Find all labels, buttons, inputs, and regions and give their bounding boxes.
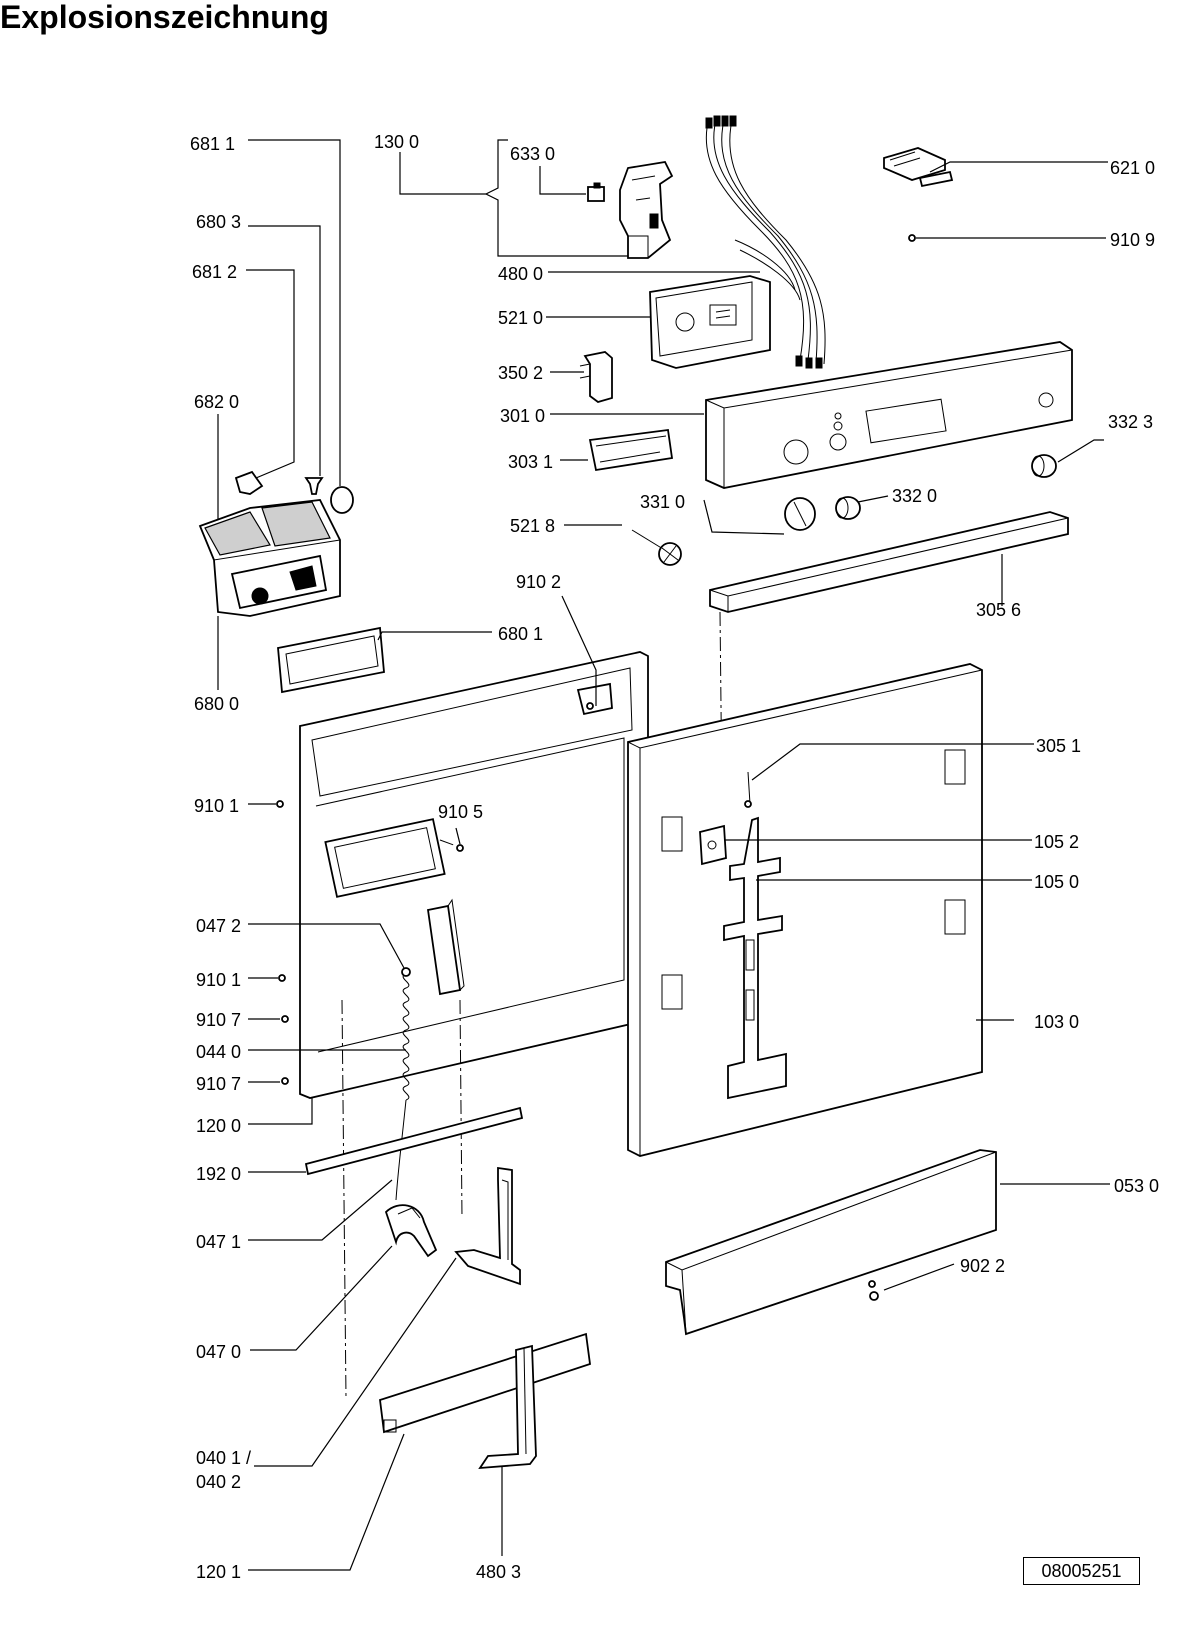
callout-910-9: 910 9 xyxy=(1110,230,1155,250)
callout-902-2: 902 2 xyxy=(960,1256,1005,1276)
callout-332-3: 332 3 xyxy=(1108,412,1153,432)
callout-labels: 681 1 130 0 633 0 621 0 680 3 910 9 681 … xyxy=(190,132,1159,1582)
part-480-3-hinge-bar xyxy=(478,1344,537,1470)
callout-621-0: 621 0 xyxy=(1110,158,1155,178)
callout-130-0: 130 0 xyxy=(374,132,419,152)
part-332-3-knob xyxy=(1031,454,1057,478)
part-120-1-bottom-rail xyxy=(379,1332,591,1434)
part-350-clip xyxy=(579,351,613,403)
callout-681-2: 681 2 xyxy=(192,262,237,282)
callout-044-0: 044 0 xyxy=(196,1042,241,1062)
callout-521-8: 521 8 xyxy=(510,516,555,536)
callout-521-0: 521 0 xyxy=(498,308,543,328)
drawing-number: 08005251 xyxy=(1023,1557,1140,1585)
part-680-1-gasket xyxy=(277,626,385,694)
page-title: Explosionszeichnung xyxy=(0,0,329,35)
callout-633-0: 633 0 xyxy=(510,144,555,164)
callout-305-1: 305 1 xyxy=(1036,736,1081,756)
part-621-module xyxy=(883,147,954,188)
callout-350-2: 350 2 xyxy=(498,363,543,383)
callout-120-0: 120 0 xyxy=(196,1116,241,1136)
callout-910-7-b: 910 7 xyxy=(196,1074,241,1094)
callout-910-2: 910 2 xyxy=(516,572,561,592)
part-633-switch xyxy=(587,182,605,202)
callout-680-3: 680 3 xyxy=(196,212,241,232)
part-332-0-knob xyxy=(835,496,861,520)
callout-103-0: 103 0 xyxy=(1034,1012,1079,1032)
callout-331-0: 331 0 xyxy=(640,492,685,512)
callout-301-0: 301 0 xyxy=(500,406,545,426)
callout-105-2: 105 2 xyxy=(1034,832,1079,852)
part-192-strip xyxy=(304,1106,524,1176)
callout-047-2: 047 2 xyxy=(196,916,241,936)
part-053-kick-panel xyxy=(665,1149,997,1336)
part-044-spring xyxy=(395,973,410,1201)
callout-480-3: 480 3 xyxy=(476,1562,521,1582)
part-130-door-lock xyxy=(619,161,674,259)
part-682-dispenser xyxy=(198,499,341,617)
part-521-8-sensor xyxy=(631,529,682,566)
callout-910-5: 910 5 xyxy=(438,802,483,822)
part-680-3-screw xyxy=(304,477,324,495)
callout-303-1: 303 1 xyxy=(508,452,553,472)
wiring-harness xyxy=(705,115,826,369)
screw-910-9 xyxy=(908,234,916,242)
callout-047-0: 047 0 xyxy=(196,1342,241,1362)
part-681-2-cap xyxy=(234,470,264,495)
callout-680-1: 680 1 xyxy=(498,624,543,644)
callout-480-0: 480 0 xyxy=(498,264,543,284)
part-120-inner-door xyxy=(299,651,649,1099)
callout-682-0: 682 0 xyxy=(194,392,239,412)
guide-line-2 xyxy=(459,999,463,1219)
callout-053-0: 053 0 xyxy=(1114,1176,1159,1196)
callout-105-0: 105 0 xyxy=(1034,872,1079,892)
callout-047-1: 047 1 xyxy=(196,1232,241,1252)
callout-680-0: 680 0 xyxy=(194,694,239,714)
small-screws xyxy=(276,702,594,1085)
callout-305-6: 305 6 xyxy=(976,600,1021,620)
part-681-1-cap xyxy=(330,486,354,514)
part-047-hinge xyxy=(384,1204,438,1258)
callout-910-1-a: 910 1 xyxy=(194,796,239,816)
callout-910-1-b: 910 1 xyxy=(196,970,241,990)
part-521-control-board xyxy=(649,275,771,369)
callout-120-1: 120 1 xyxy=(196,1562,241,1582)
callout-192-0: 192 0 xyxy=(196,1164,241,1184)
callout-332-0: 332 0 xyxy=(892,486,937,506)
callout-040-2: 040 2 xyxy=(196,1472,241,1492)
callout-910-7-a: 910 7 xyxy=(196,1010,241,1030)
part-040-bracket xyxy=(454,1166,521,1286)
part-331-knob xyxy=(784,497,816,531)
leader-lines xyxy=(217,139,1110,1571)
part-305-6-trim xyxy=(709,511,1069,613)
guide-line-1 xyxy=(341,999,347,1399)
callout-681-1: 681 1 xyxy=(190,134,235,154)
part-303-display-cover xyxy=(588,428,674,472)
part-103-outer-door xyxy=(627,663,983,1157)
part-301-control-panel xyxy=(705,341,1073,489)
callout-040-1: 040 1 / xyxy=(196,1448,251,1468)
